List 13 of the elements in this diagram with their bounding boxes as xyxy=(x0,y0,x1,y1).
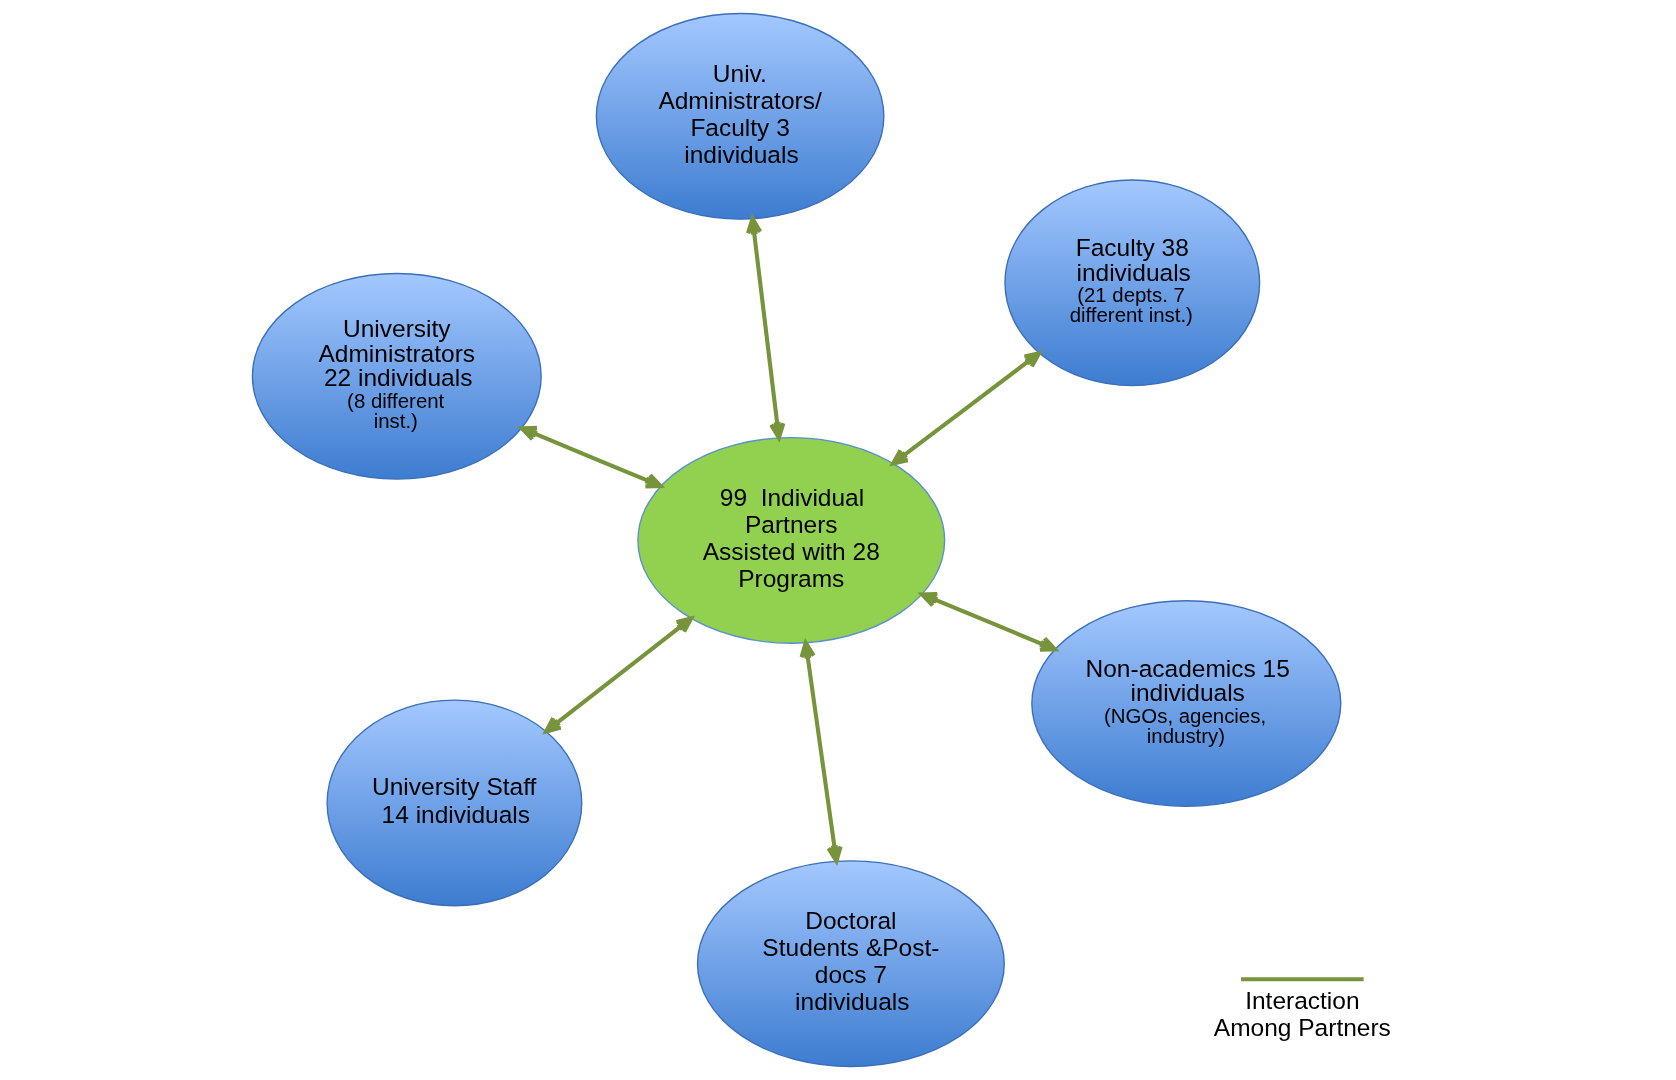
arrow xyxy=(745,216,786,440)
node-ellipse: Univ. Administrators/ Faculty 3 individuals xyxy=(595,12,885,220)
node-ellipse: Doctoral Students &Post-docs 7 individuals xyxy=(696,860,1005,1068)
arrow xyxy=(519,425,663,489)
node-ellipse: University Staff 14 individuals xyxy=(326,699,583,907)
arrow xyxy=(891,351,1042,466)
legend-label: Interaction Among Partners xyxy=(1213,987,1391,1042)
arrow xyxy=(799,640,843,864)
arrow xyxy=(920,591,1058,652)
arrow xyxy=(544,616,694,734)
node-ellipse: 99 Individual Partners Assisted with 28 Programs xyxy=(637,436,946,644)
node-ellipse: Faculty 38 individuals (21 depts. 7 different inst.) xyxy=(1004,179,1261,387)
node-ellipse: Non-academics 15 individuals (NGOs, agencies, industry) xyxy=(1031,600,1342,807)
